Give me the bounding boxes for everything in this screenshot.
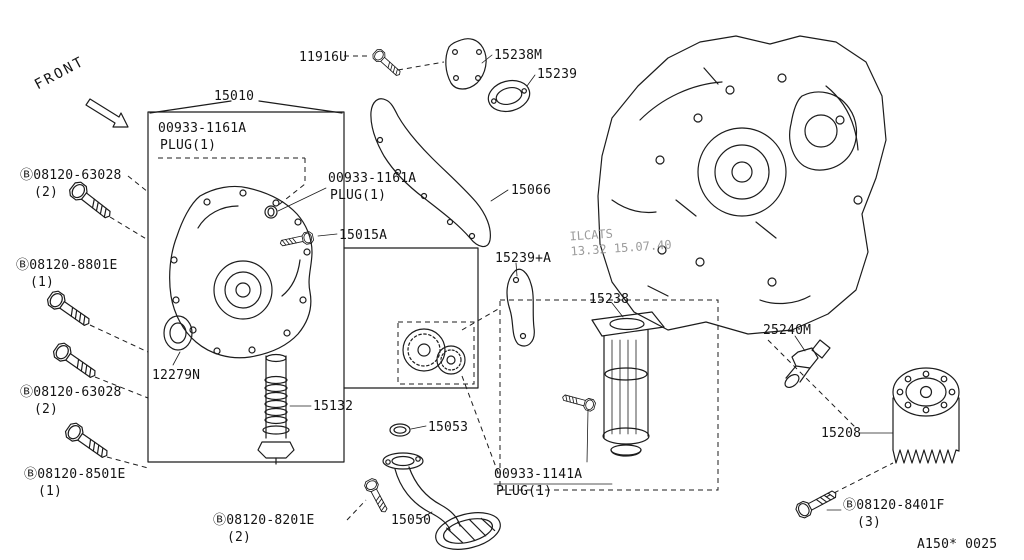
gasket-15239-drawing	[487, 79, 531, 113]
oil-pump-assembly-box	[147, 100, 479, 463]
part-label-15010: 15010	[214, 89, 255, 104]
part-label-08120-8201e: Ⓑ08120-8201E (2)	[213, 512, 315, 546]
part-label-08120-63028-upper: Ⓑ08120-63028 (2)	[20, 167, 122, 201]
o-ring-drawing	[389, 423, 411, 437]
part-number: 00933-1141A	[494, 467, 583, 482]
part-label-15066: 15066	[511, 183, 552, 198]
engine-block-drawing	[597, 35, 887, 335]
part-label-11916u: 11916U	[299, 50, 348, 65]
oil-strainer-drawing	[382, 452, 501, 550]
part-note: PLUG(1)	[330, 188, 387, 203]
part-label-15053: 15053	[428, 420, 469, 435]
part-label-15238: 15238	[589, 292, 630, 307]
part-number: Ⓑ08120-8201E	[213, 513, 315, 528]
oil-filter-drawing	[892, 367, 960, 464]
filter-bracket-drawing	[591, 311, 665, 457]
part-number: Ⓑ08120-8401F	[843, 498, 945, 513]
bolt-drawings	[44, 47, 840, 521]
sheet-code: A150* 0025	[917, 537, 998, 552]
regulator-valve-drawing	[257, 353, 295, 465]
part-number: Ⓑ08120-8501E	[24, 467, 126, 482]
part-number: 00933-1161A	[158, 121, 247, 136]
part-label-plug-mid: 00933-1161A PLUG(1)	[328, 170, 416, 204]
part-label-15239: 15239	[537, 67, 578, 82]
part-label-08120-63028-lower: Ⓑ08120-63028 (2)	[20, 384, 122, 418]
part-note: PLUG(1)	[496, 484, 553, 499]
part-label-plug-1141a: 00933-1141A PLUG(1)	[494, 466, 582, 500]
part-qty: (3)	[857, 515, 882, 530]
part-label-08120-8801e: Ⓑ08120-8801E (1)	[16, 257, 118, 291]
part-qty: (2)	[34, 185, 59, 200]
part-qty: (2)	[34, 402, 59, 417]
part-qty: (1)	[30, 275, 55, 290]
part-number: Ⓑ08120-63028	[20, 168, 122, 183]
gasket-15238m-drawing	[445, 38, 487, 90]
part-label-15132: 15132	[313, 399, 354, 414]
part-qty: (2)	[227, 530, 252, 545]
part-number: 00933-1161A	[328, 171, 417, 186]
part-qty: (1)	[38, 484, 63, 499]
part-label-15015a: 15015A	[339, 228, 388, 243]
part-label-15239a: 15239+A	[495, 251, 552, 266]
part-number: Ⓑ08120-63028	[20, 385, 122, 400]
part-label-15208: 15208	[821, 426, 862, 441]
part-number: Ⓑ08120-8801E	[16, 258, 118, 273]
oil-pressure-switch-drawing	[784, 339, 831, 389]
part-label-25240m: 25240M	[763, 323, 812, 338]
part-label-08120-8501e: Ⓑ08120-8501E (1)	[24, 466, 126, 500]
leader-lines	[172, 54, 894, 520]
part-label-12279n: 12279N	[152, 368, 201, 383]
part-note: PLUG(1)	[160, 138, 217, 153]
part-label-08120-8401f: Ⓑ08120-8401F (3)	[843, 497, 945, 531]
oil-pump-cover-drawing	[169, 185, 313, 359]
part-label-15238m: 15238M	[494, 48, 543, 63]
part-label-15050: 15050	[391, 513, 432, 528]
oil-pump-gear-drawing	[402, 328, 466, 375]
part-label-plug-upper: 00933-1161A PLUG(1)	[158, 120, 246, 154]
dashed-lines	[89, 55, 894, 521]
oil-seal-drawing	[163, 315, 193, 351]
front-arrow-icon	[85, 98, 129, 128]
timing-gasket-drawing	[370, 98, 491, 248]
gasket-15239a-drawing	[506, 268, 535, 347]
